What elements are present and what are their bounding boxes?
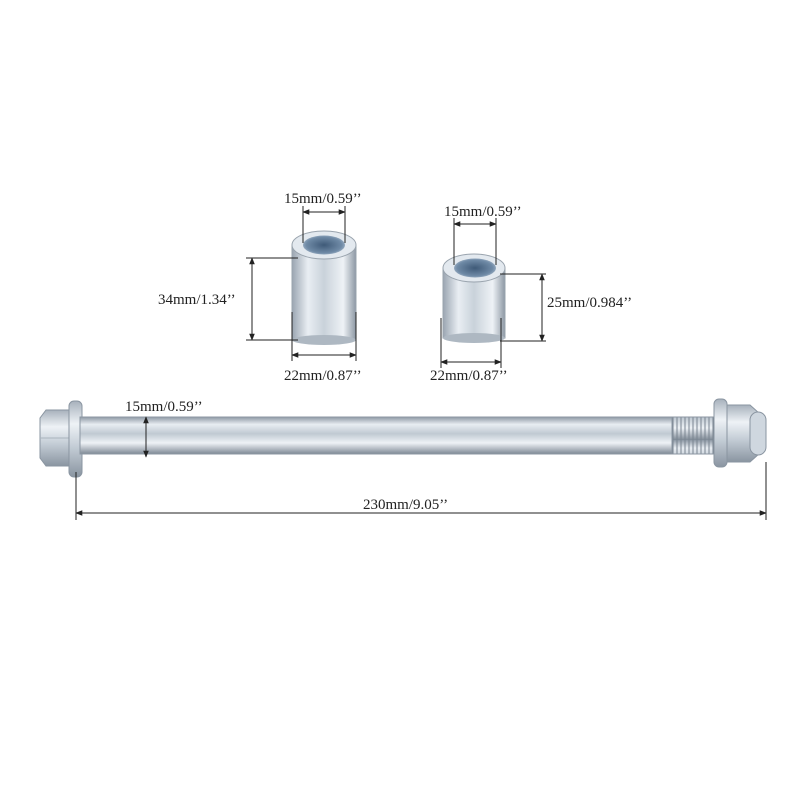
long-spacer-dimensions: 15mm/0.59’’ 34mm/1.34’’ 22mm/0.87’’ <box>158 191 362 384</box>
short-spacer-length-label: 25mm/0.984’’ <box>547 295 632 311</box>
axle-nut-flange <box>713 398 728 468</box>
axle-bolt <box>39 398 767 478</box>
axle-length-label: 230mm/9.05’’ <box>363 497 448 513</box>
axle-diameter-label: 15mm/0.59’’ <box>125 399 203 415</box>
long-spacer-length-label: 34mm/1.34’’ <box>158 292 236 308</box>
short-spacer-bore <box>454 258 496 278</box>
short-spacer-inner-diameter-label: 15mm/0.59’’ <box>444 204 522 220</box>
long-spacer-bore <box>303 235 345 255</box>
short-spacer-outer-diameter-label: 22mm/0.87’’ <box>430 368 508 384</box>
short-spacer-bottom-rim <box>443 333 505 343</box>
axle-thread <box>671 416 717 455</box>
short-spacer <box>442 253 506 343</box>
long-spacer-bottom-rim <box>292 335 356 345</box>
long-spacer <box>291 230 357 345</box>
short-spacer-dimensions: 15mm/0.59’’ 25mm/0.984’’ 22mm/0.87’’ <box>430 204 632 384</box>
long-spacer-body <box>291 244 357 341</box>
axle-dimensions: 15mm/0.59’’ 230mm/9.05’’ <box>75 399 767 520</box>
long-spacer-inner-diameter-label: 15mm/0.59’’ <box>284 191 362 207</box>
long-spacer-outer-diameter-label: 22mm/0.87’’ <box>284 368 362 384</box>
axle-shaft <box>79 416 677 455</box>
